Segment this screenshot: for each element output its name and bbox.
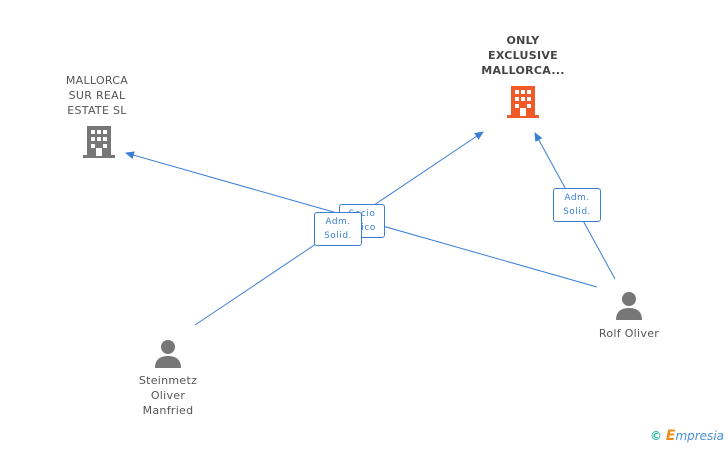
node-label-only-exclusive[interactable]: ONLY EXCLUSIVE MALLORCA... — [481, 34, 565, 77]
node-label-rolf[interactable]: Rolf Oliver — [598, 327, 660, 340]
building-icon — [83, 126, 115, 158]
copyright-icon: © — [650, 429, 663, 443]
empresia-brand[interactable]: © Empresia — [650, 428, 724, 444]
building-icon — [507, 86, 539, 118]
node-label-mallorca-sur[interactable]: MALLORCA SUR REAL ESTATE SL — [65, 74, 129, 117]
edge-label-adm-solid: Adm. Solid. — [553, 188, 601, 222]
person-icon — [616, 292, 642, 320]
edge-label-adm-solid: Adm. Solid. — [314, 212, 362, 246]
node-label-steinmetz[interactable]: Steinmetz Oliver Manfried — [138, 374, 198, 417]
brand-name: mpresia — [675, 429, 724, 443]
brand-logo-letter: E — [665, 428, 676, 444]
person-icon — [155, 340, 181, 368]
